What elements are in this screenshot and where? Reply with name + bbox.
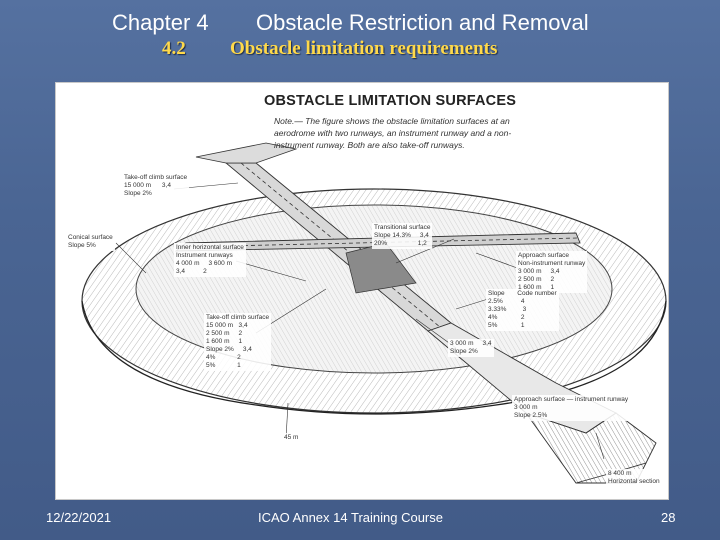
section-title: Obstacle limitation requirements bbox=[230, 38, 498, 59]
outer-section-label: 3 000 m 3,4 Slope 2% bbox=[448, 339, 494, 357]
footer-date: 12/22/2021 bbox=[46, 510, 112, 525]
transitional-label: Transitional surface Slope 14.3% 3,4 20%… bbox=[372, 223, 433, 249]
footer-page-number: 28 bbox=[661, 510, 676, 525]
figure-heading: OBSTACLE LIMITATION SURFACES bbox=[264, 93, 517, 109]
takeoff-climb-top-label: Take-off climb surface 15 000 m 3,4 Slop… bbox=[122, 173, 190, 199]
inner-horizontal-label: Inner horizontal surface Instrument runw… bbox=[174, 243, 246, 277]
height-45m-label: 45 m bbox=[282, 433, 301, 443]
chapter-title: Obstacle Restriction and Removal bbox=[256, 10, 589, 35]
section-number: 4.2 bbox=[162, 38, 186, 59]
approach-noninstrument-label: Approach surface Non-instrument runway 3… bbox=[516, 251, 588, 293]
conical-surface-label: Conical surface Slope 5% bbox=[66, 233, 115, 251]
footer-course: ICAO Annex 14 Training Course bbox=[258, 510, 443, 525]
approach-instrument-label: Approach surface — instrument runway 3 0… bbox=[512, 395, 631, 421]
chapter-label: Chapter 4 bbox=[112, 10, 209, 35]
takeoff-climb-mid-label: Take-off climb surface 15 000 m 3,4 2 50… bbox=[204, 313, 272, 371]
horizontal-section-label: 8 400 m Horizontal section bbox=[606, 469, 662, 487]
slide-header: Chapter 4 Obstacle Restriction and Remov… bbox=[0, 8, 720, 38]
slope-code-table: Slope Code number 2.5% 4 3.33% 3 4% 2 5%… bbox=[486, 289, 559, 331]
obstacle-surfaces-figure: OBSTACLE LIMITATION SURFACES Note.— The … bbox=[55, 82, 669, 500]
figure-note: Note.— The figure shows the obstacle lim… bbox=[274, 116, 512, 150]
